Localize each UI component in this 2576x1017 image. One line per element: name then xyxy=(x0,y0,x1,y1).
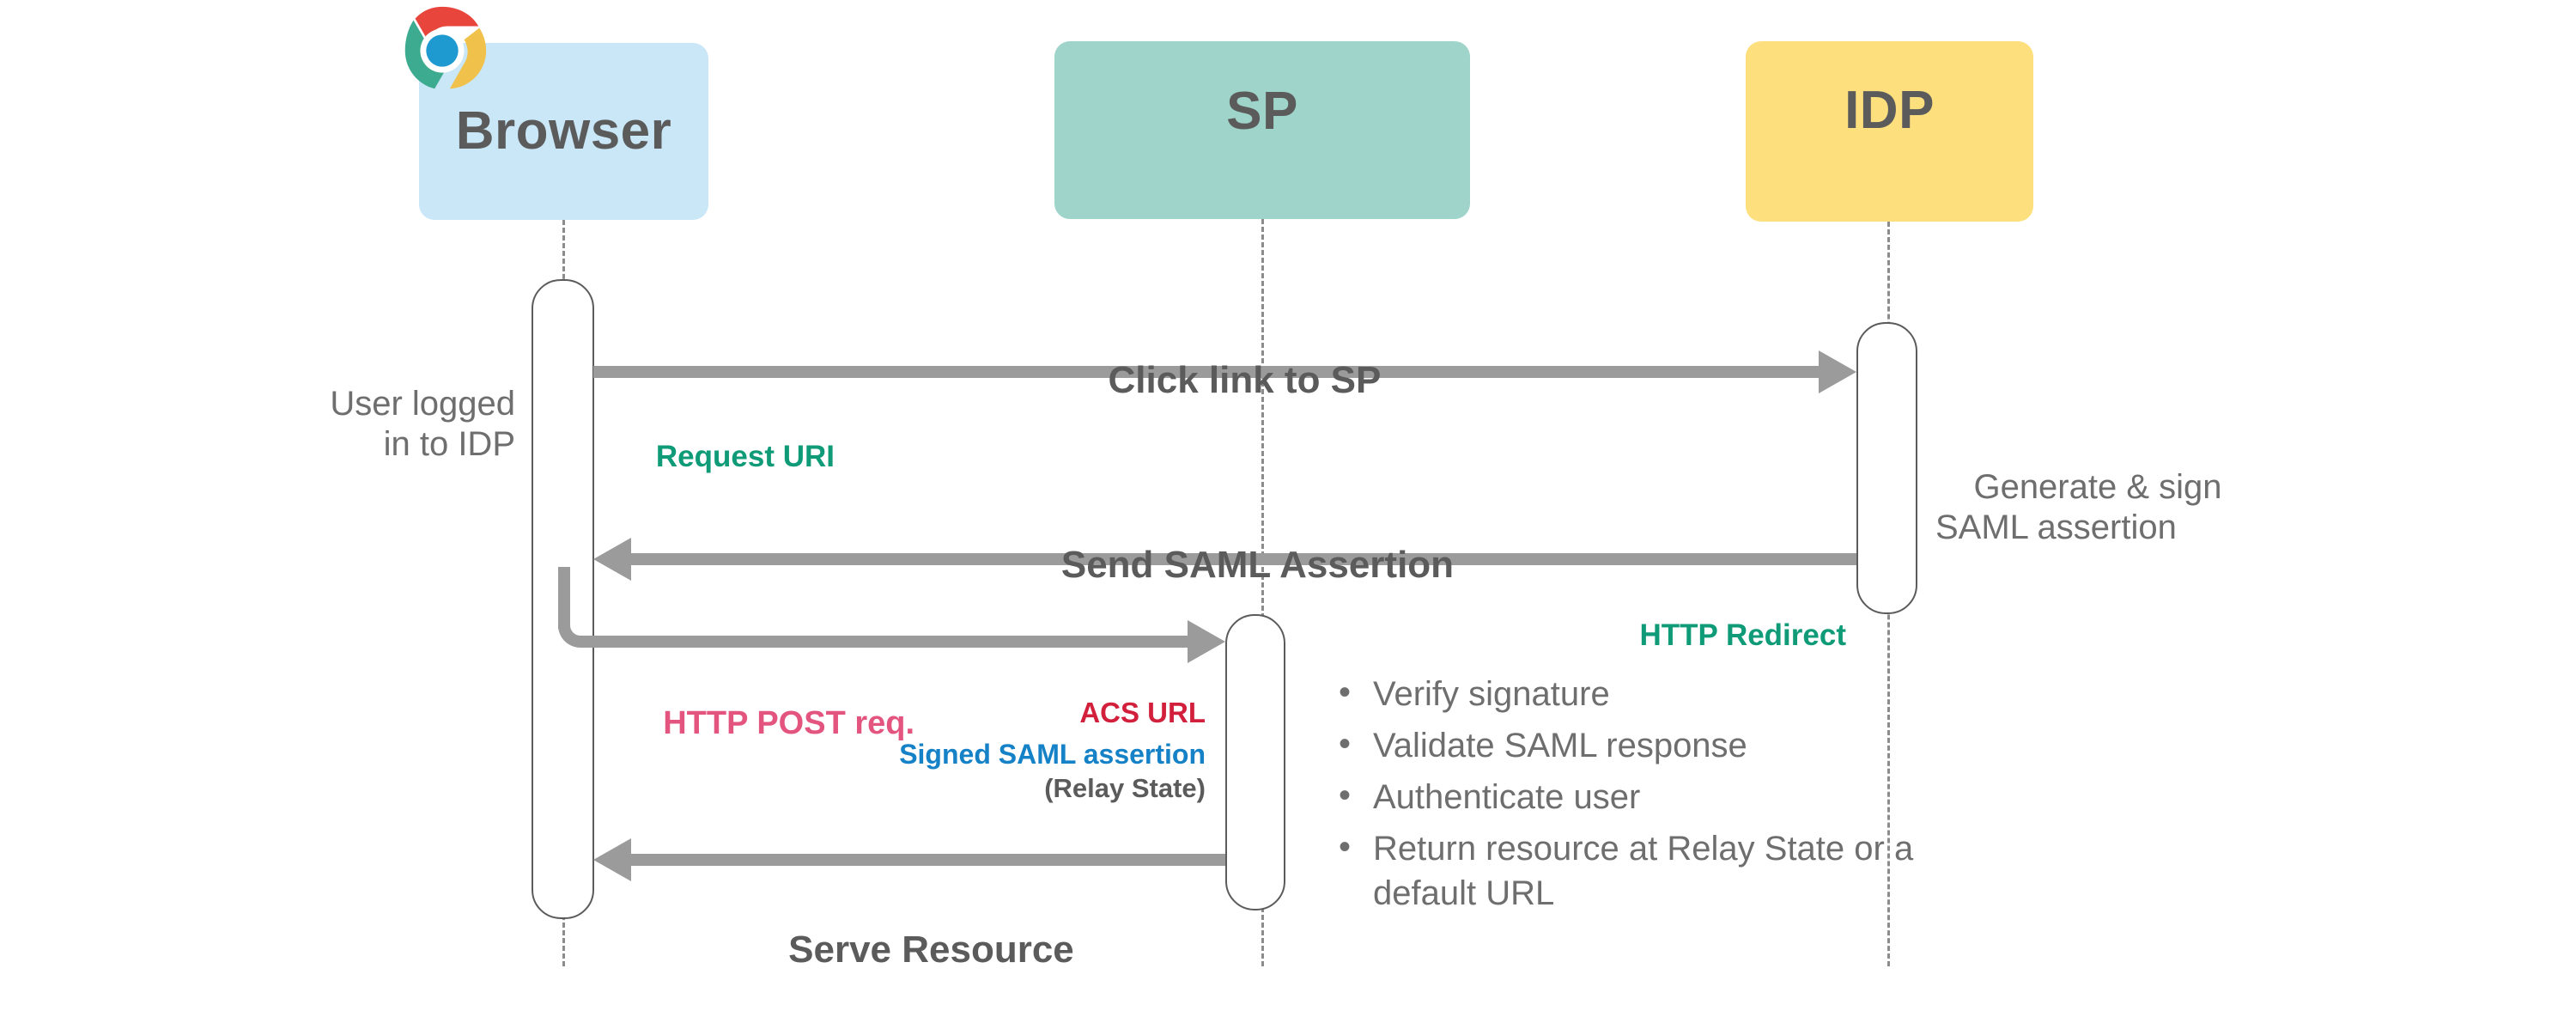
payload-signed-assertion: Signed SAML assertion xyxy=(899,738,1206,770)
arrowhead-left-icon xyxy=(593,838,631,881)
list-item-label: Return resource at Relay State or a defa… xyxy=(1373,830,1914,912)
participant-idp-label: IDP xyxy=(1844,81,1935,140)
list-item-label: Validate SAML response xyxy=(1373,727,1747,764)
list-item-label: Verify signature xyxy=(1373,675,1610,713)
message-send-assertion-shaft xyxy=(631,553,1856,565)
note-idp-generate-text: Generate & sign SAML assertion xyxy=(1935,468,2222,547)
note-idp-generate: Generate & sign SAML assertion xyxy=(1935,427,2296,589)
lifeline-sp xyxy=(1261,219,1264,966)
activation-bar-idp xyxy=(1856,322,1917,614)
list-item-label: Authenticate user xyxy=(1373,778,1641,816)
message-send-assertion-sublabel: HTTP Redirect xyxy=(1639,618,1846,653)
arrowhead-left-icon xyxy=(593,538,631,581)
list-item: • Return resource at Relay State or a de… xyxy=(1327,826,1945,916)
participant-sp[interactable]: SP xyxy=(1054,41,1470,219)
list-item: • Verify signature xyxy=(1327,672,1945,716)
message-http-post-label: HTTP POST req. xyxy=(663,704,915,741)
arrowhead-right-icon xyxy=(1188,620,1225,663)
bullet-icon: • xyxy=(1339,776,1352,814)
sequence-diagram-canvas: Browser SP IDP User logged in to IDP Cli… xyxy=(258,0,2296,971)
bullet-icon: • xyxy=(1339,828,1352,866)
note-user-logged-in-text: User logged in to IDP xyxy=(330,385,515,464)
message-http-post-shaft xyxy=(596,636,1190,648)
bullet-icon: • xyxy=(1339,725,1352,763)
message-send-assertion-label: Send SAML Assertion xyxy=(1060,543,1455,586)
message-click-link-sublabel: Request URI xyxy=(655,440,835,474)
bullet-icon: • xyxy=(1339,673,1352,711)
arrowhead-right-icon xyxy=(1819,350,1856,393)
payload-relay-state: (Relay State) xyxy=(1044,772,1206,803)
participant-idp[interactable]: IDP xyxy=(1746,41,2033,222)
list-item: • Validate SAML response xyxy=(1327,723,1945,768)
message-serve-resource-label: Serve Resource xyxy=(788,928,1074,971)
sp-processing-steps-list: • Verify signature • Validate SAML respo… xyxy=(1327,672,1945,923)
note-user-logged-in: User logged in to IDP xyxy=(258,344,515,506)
chrome-logo-icon xyxy=(391,0,494,101)
list-item: • Authenticate user xyxy=(1327,775,1945,819)
participant-browser-label: Browser xyxy=(455,101,672,161)
activation-bar-sp xyxy=(1225,614,1285,910)
message-click-link-label: Click link to SP xyxy=(1108,358,1382,401)
message-click-link-shaft xyxy=(593,366,1821,378)
message-serve-resource-shaft xyxy=(631,854,1225,866)
participant-sp-label: SP xyxy=(1226,81,1298,141)
payload-acs-url: ACS URL xyxy=(1079,696,1206,728)
